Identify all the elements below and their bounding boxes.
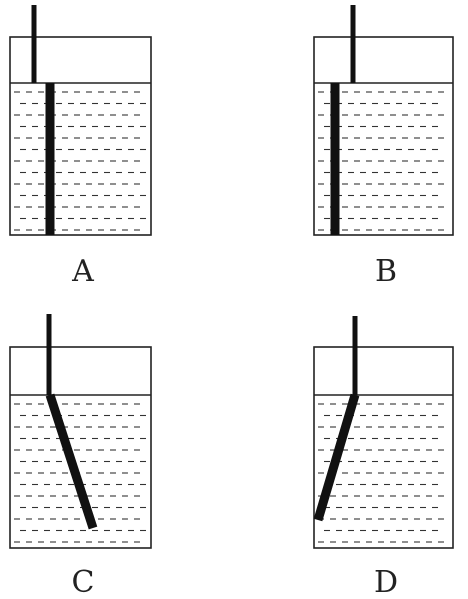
- water-c: [14, 403, 146, 543]
- water-a: [14, 91, 146, 231]
- beaker-outline-a: [9, 36, 152, 236]
- panel-b: B: [313, 5, 454, 289]
- beaker-outline-b: [313, 36, 454, 236]
- panel-c: C: [9, 314, 152, 599]
- panel-a: A: [9, 5, 152, 289]
- beaker-outline-d: [313, 346, 454, 549]
- rod-under-water-d: [313, 393, 360, 522]
- beaker-outline-c: [9, 346, 152, 549]
- panel-d: D: [313, 316, 454, 599]
- water-b: [318, 91, 444, 231]
- rod-under-water-c: [45, 393, 98, 530]
- panel-label-d: D: [374, 565, 398, 599]
- panel-label-b: B: [375, 254, 397, 289]
- panel-label-c: C: [72, 565, 95, 599]
- panel-label-a: A: [71, 254, 94, 289]
- water-d: [318, 403, 444, 543]
